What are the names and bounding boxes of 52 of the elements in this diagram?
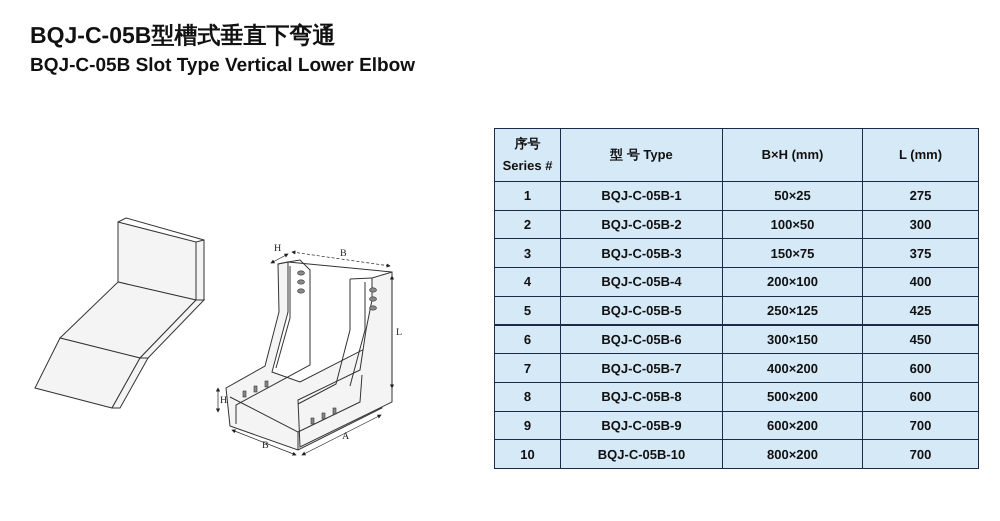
table-cell: BQJ-C-05B-3 <box>560 238 723 268</box>
table-cell: 450 <box>862 324 979 354</box>
table-cell: 600×200 <box>722 410 863 440</box>
subtitle: BQJ-C-05B Slot Type Vertical Lower Elbow <box>30 55 416 77</box>
table-cell: 425 <box>862 296 979 326</box>
dimension-label: L <box>396 328 402 338</box>
header-cell: 序号 Series # <box>494 128 561 182</box>
table-cell: BQJ-C-05B-4 <box>560 267 723 297</box>
table-cell: 300×150 <box>722 324 863 354</box>
table-cell: 700 <box>862 410 979 440</box>
title: BQJ-C-05B型槽式垂直下弯通 <box>30 21 336 50</box>
table-cell: 400 <box>862 267 979 297</box>
table-cell: 4 <box>494 267 561 297</box>
table-cell: 400×200 <box>722 353 863 383</box>
table-cell: 5 <box>494 296 561 326</box>
table-cell: 50×25 <box>722 181 863 211</box>
header-cell: 型 号 Type <box>560 128 723 182</box>
table-cell: 9 <box>494 410 561 440</box>
table-cell: 800×200 <box>722 439 863 469</box>
table-cell: 600 <box>862 353 979 383</box>
table-cell: 7 <box>494 353 561 383</box>
table-cell: 500×200 <box>722 382 863 412</box>
table-cell: 8 <box>494 382 561 412</box>
table-cell: 1 <box>494 181 561 211</box>
dimension-label: H <box>274 244 282 254</box>
table-cell: 200×100 <box>722 267 863 297</box>
dimension-label: H <box>220 396 228 406</box>
table-cell: 10 <box>494 439 561 469</box>
dimension-label: A <box>342 432 350 442</box>
table-cell: BQJ-C-05B-2 <box>560 210 723 240</box>
table-cell: 375 <box>862 238 979 268</box>
table-cell: 3 <box>494 238 561 268</box>
table-cell: BQJ-C-05B-1 <box>560 181 723 211</box>
table-cell: BQJ-C-05B-9 <box>560 410 723 440</box>
table-cell: 300 <box>862 210 979 240</box>
table-cell: 600 <box>862 382 979 412</box>
table-cell: BQJ-C-05B-10 <box>560 439 723 469</box>
table-cell: 2 <box>494 210 561 240</box>
table-cell: BQJ-C-05B-6 <box>560 324 723 354</box>
header-cell: L (mm) <box>862 128 979 182</box>
table-cell: 700 <box>862 439 979 469</box>
header-cell: B×H (mm) <box>722 128 863 182</box>
table-cell: 6 <box>494 324 561 354</box>
table-cell: BQJ-C-05B-8 <box>560 382 723 412</box>
table-cell: 275 <box>862 181 979 211</box>
table-cell: 150×75 <box>722 238 863 268</box>
table-cell: 100×50 <box>722 210 863 240</box>
table-cell: BQJ-C-05B-5 <box>560 296 723 326</box>
table-cell: BQJ-C-05B-7 <box>560 353 723 383</box>
dimension-label: B <box>262 441 269 451</box>
table-cell: 250×125 <box>722 296 863 326</box>
dimension-label: B <box>340 249 347 259</box>
